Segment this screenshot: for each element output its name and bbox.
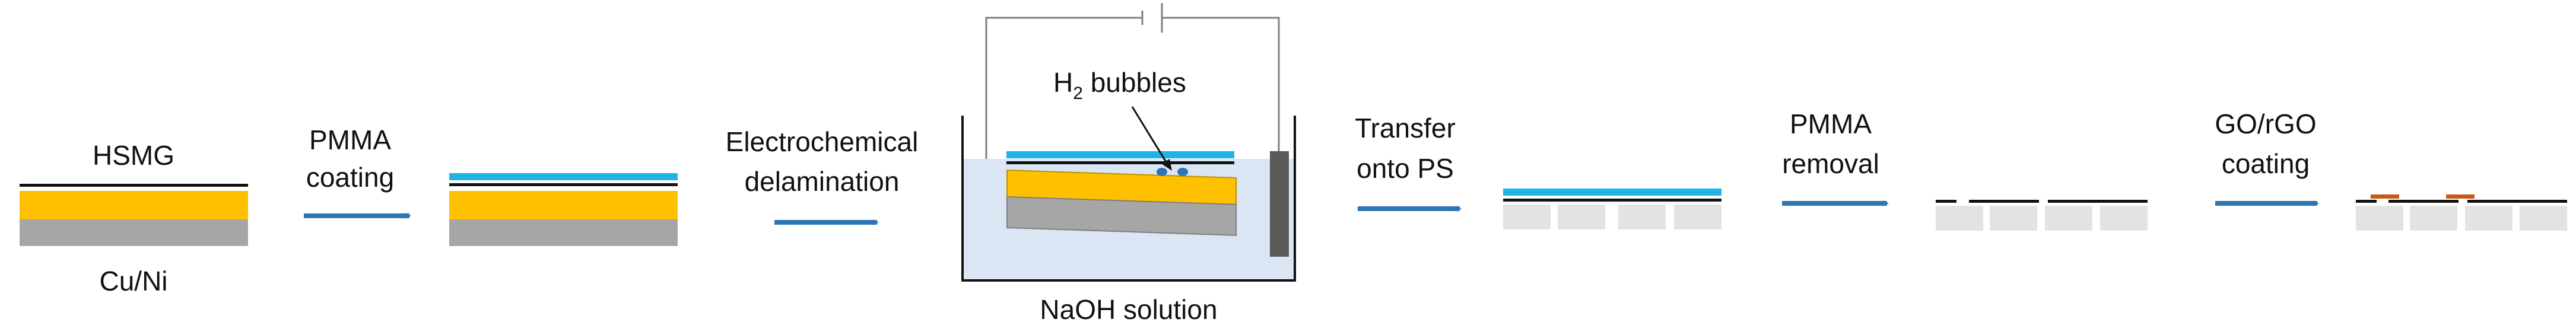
step-pmma-coating: PMMA coating <box>304 124 411 219</box>
circuit-wire-left <box>985 17 1142 173</box>
stage-go-coated <box>2356 194 2567 231</box>
ps-block <box>1558 205 1605 229</box>
go-flake <box>2371 194 2399 199</box>
pointer-line <box>1131 106 1169 165</box>
naoh-solution-label: NaOH solution <box>1040 294 1217 325</box>
ps-block <box>2356 206 2403 231</box>
step-electrochemical: Electrochemical delamination <box>726 126 919 225</box>
electrochemical-line1: Electrochemical <box>726 126 919 157</box>
graphene-layer <box>1006 161 1234 164</box>
pmma-layer <box>1503 189 1721 196</box>
pmma-layer <box>449 173 678 180</box>
pmma-coating-line1: PMMA <box>309 124 391 155</box>
graphene-layer <box>20 184 248 187</box>
ps-block <box>1674 205 1721 229</box>
transfer-line1: Transfer <box>1355 113 1456 143</box>
pmma-removal-line1: PMMA <box>1790 108 1872 139</box>
circuit-wire-right <box>1162 17 1280 151</box>
electrochemical-line2: delamination <box>745 166 900 197</box>
ps-block <box>2100 206 2148 231</box>
substrate-layer-delaminating <box>1006 196 1237 237</box>
counter-electrode <box>1270 151 1289 257</box>
cuni-label: Cu/Ni <box>99 266 167 296</box>
ps-block <box>2520 206 2567 231</box>
ps-block <box>2465 206 2513 231</box>
graphene-segment <box>2388 200 2459 203</box>
substrate-layer <box>449 219 678 246</box>
go-coating-line2: coating <box>2222 148 2310 179</box>
pmma-coating-line2: coating <box>306 162 394 193</box>
graphene-segment <box>2467 200 2567 203</box>
ps-block <box>2410 206 2457 231</box>
battery-symbol-icon <box>1141 3 1163 33</box>
graphene-segment <box>2048 200 2148 203</box>
pointer-arrowhead-icon <box>1161 159 1172 171</box>
stage-pmma-removed <box>1936 200 2148 231</box>
stage-on-ps <box>1503 189 1721 229</box>
pmma-layer <box>1006 151 1234 158</box>
ps-block <box>1990 206 2037 231</box>
step-pmma-removal: PMMA removal <box>1782 108 1889 206</box>
substrate-layer <box>20 219 248 246</box>
ps-block <box>1503 205 1551 229</box>
ps-block <box>2045 206 2092 231</box>
stage-pmma-coated <box>449 173 678 246</box>
ps-block <box>1936 206 1983 231</box>
go-flake <box>2446 194 2475 199</box>
step-go-coating: GO/rGO coating <box>2215 108 2319 206</box>
go-coating-line1: GO/rGO <box>2215 108 2316 139</box>
step-transfer: Transfer onto PS <box>1355 113 1462 212</box>
transfer-line2: onto PS <box>1357 153 1454 184</box>
stage-hsmg: HSMG Cu/Ni <box>20 140 248 296</box>
graphene-segment <box>1969 200 2039 203</box>
graphene-segment <box>1936 200 1956 203</box>
graphene-segment <box>2356 200 2377 203</box>
graphene-layer <box>1503 199 1721 202</box>
hsmg-label: HSMG <box>93 140 174 171</box>
h2-bubbles-label: H2 bubbles <box>1053 67 1186 103</box>
bubble <box>1177 168 1188 176</box>
gold-layer <box>449 191 678 219</box>
bubble <box>1157 168 1167 176</box>
graphene-layer <box>449 183 678 186</box>
beaker <box>961 116 1296 282</box>
gold-layer <box>20 191 248 219</box>
ps-block <box>1618 205 1666 229</box>
stage-bath: H2 bubbles NaOH solution <box>961 3 1296 325</box>
pmma-removal-line2: removal <box>1782 148 1879 179</box>
